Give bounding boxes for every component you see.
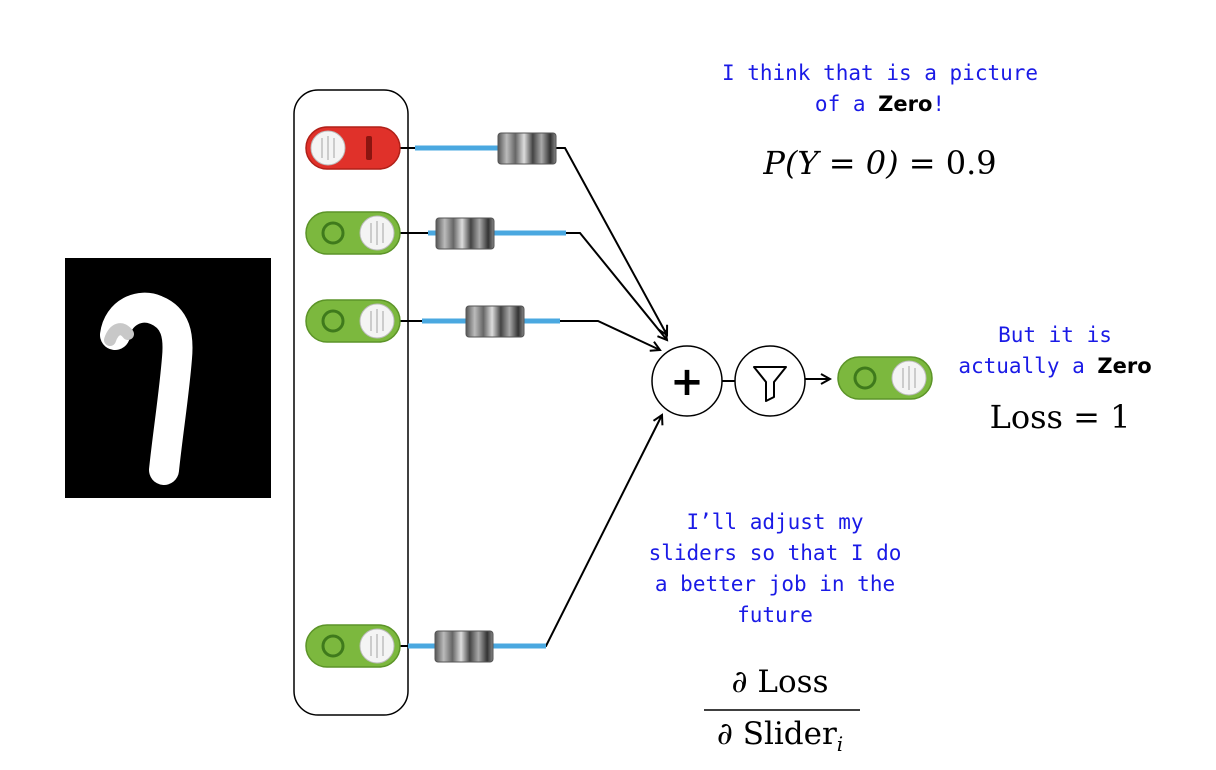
- probability-value: 0.9: [945, 144, 997, 182]
- adjust-line-3: a better job in the: [654, 572, 896, 596]
- denominator-subscript: i: [836, 732, 844, 757]
- prediction-digit-name: Zero: [878, 92, 933, 116]
- truth-digit-name: Zero: [1097, 354, 1152, 378]
- digit-stroke-shadow: [104, 323, 134, 346]
- toggle-switch-1[interactable]: [305, 126, 401, 170]
- prediction-line-1: I think that is a picture: [721, 61, 1039, 85]
- adjust-line-1: I’ll adjust my: [686, 510, 864, 534]
- truth-line-2-prefix: actually a: [958, 354, 1098, 378]
- toggle-switch-4[interactable]: [305, 624, 401, 668]
- prediction-line-2-suffix: !: [932, 92, 946, 116]
- loss-equals: =: [1062, 398, 1111, 436]
- toggle-switch-2[interactable]: [305, 211, 401, 255]
- partial-symbol-denominator: ∂: [716, 716, 733, 752]
- toggle-switch-3[interactable]: [305, 299, 401, 343]
- probability-expression: P(Y = 0): [763, 144, 899, 182]
- truth-line-2: actually a Zero: [930, 351, 1180, 382]
- plus-symbol: +: [670, 359, 704, 405]
- funnel-icon: [753, 366, 787, 402]
- loss-value: 1: [1110, 398, 1131, 436]
- denominator-slider: Slider: [742, 716, 837, 752]
- sum-node: +: [651, 345, 723, 417]
- prediction-line-2: of a Zero!: [690, 89, 1070, 120]
- numerator-loss: Loss: [757, 664, 829, 700]
- formula-equals: =: [898, 144, 946, 182]
- wire-3-arrow: [400, 320, 660, 350]
- slider-knob-1[interactable]: [497, 132, 557, 165]
- output-toggle[interactable]: [837, 356, 933, 400]
- slider-knob-2[interactable]: [435, 217, 495, 250]
- digit-one-stroke: [100, 292, 193, 485]
- slider-knobs: [434, 132, 557, 663]
- gradient-denominator: ∂ Slideri: [680, 716, 880, 756]
- prediction-line-2-prefix: of a: [814, 92, 879, 116]
- prediction-caption: I think that is a picture of a Zero!: [690, 58, 1070, 120]
- adjust-caption: I’ll adjust my sliders so that I do a be…: [620, 507, 930, 631]
- partial-symbol-numerator: ∂: [731, 664, 748, 700]
- loss-formula: Loss = 1: [940, 398, 1180, 436]
- prediction-formula: P(Y = 0) = 0.9: [700, 144, 1060, 182]
- slider-knob-3[interactable]: [465, 305, 525, 338]
- truth-line-1: But it is: [998, 323, 1112, 347]
- truth-caption: But it is actually a Zero: [930, 320, 1180, 382]
- adjust-line-4: future: [737, 603, 813, 627]
- input-digit-image: [65, 258, 271, 498]
- slider-panel: [293, 89, 409, 716]
- gradient-numerator: ∂ Loss: [680, 664, 880, 700]
- filter-node: [734, 345, 806, 417]
- adjust-line-2: sliders so that I do: [648, 541, 902, 565]
- loss-label: Loss: [989, 398, 1063, 436]
- slider-knob-4[interactable]: [434, 630, 494, 663]
